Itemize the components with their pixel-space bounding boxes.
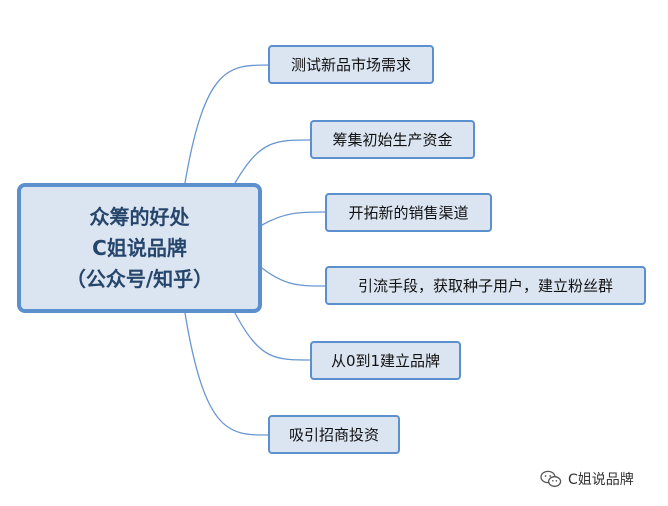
- connector-3: [261, 211, 326, 226]
- branch-raise-funds: 筹集初始生产资金: [310, 120, 475, 159]
- central-title: 众筹的好处: [89, 204, 190, 229]
- branch-investment: 吸引招商投资: [268, 415, 400, 454]
- connector-5: [234, 312, 311, 361]
- wechat-icon: [540, 470, 562, 487]
- connector-1: [184, 64, 269, 184]
- branch-test-market: 测试新品市场需求: [268, 45, 434, 84]
- central-subtitle: C姐说品牌: [92, 235, 187, 260]
- watermark-label: C姐说品牌: [568, 472, 634, 488]
- branch-build-brand: 从0到1建立品牌: [310, 341, 461, 380]
- central-topic: 众筹的好处 C姐说品牌 （公众号/知乎）: [17, 183, 262, 313]
- branch-new-channels: 开拓新的销售渠道: [325, 193, 492, 232]
- connector-2: [234, 139, 311, 184]
- central-source: （公众号/知乎）: [65, 266, 214, 291]
- watermark: C姐说品牌: [540, 468, 634, 490]
- connector-4: [261, 267, 326, 287]
- connector-6: [184, 312, 269, 436]
- branch-seed-users: 引流手段，获取种子用户，建立粉丝群: [325, 266, 646, 305]
